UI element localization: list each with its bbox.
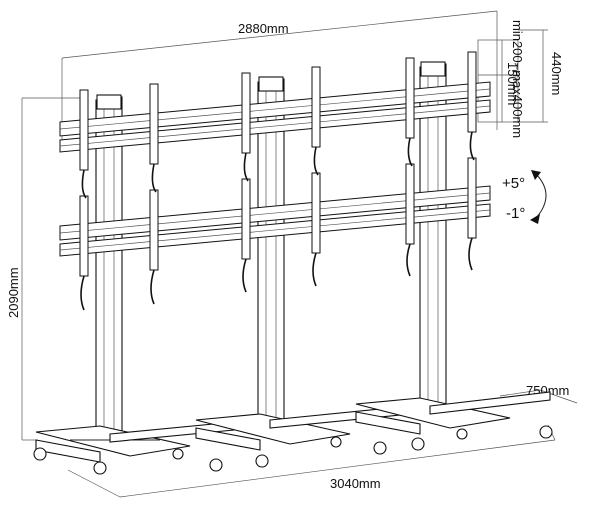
upper-crossbar	[59, 81, 491, 153]
height-label: 2090mm	[6, 267, 21, 318]
lower-crossbar	[59, 185, 491, 257]
tilt-up-label: +5°	[502, 175, 525, 192]
bottom-width-dimension: 3040mm	[67, 424, 556, 498]
vesa-range-label: min200~max400mm	[510, 20, 525, 138]
base-middle	[195, 405, 411, 451]
top-width-label: 2880mm	[238, 21, 289, 36]
wheel-icon	[330, 436, 342, 448]
wheel-icon	[456, 428, 468, 440]
tilt-arrow-down-icon	[530, 214, 540, 224]
wheel-icon	[33, 447, 47, 461]
tilt-arrow-up-icon	[531, 170, 541, 180]
safety-straps	[80, 131, 475, 311]
top-width-dimension: 2880mm	[61, 10, 498, 150]
base-right	[355, 391, 551, 435]
vesa-dimension-box: min200~max400mm 150mm 440mm	[477, 20, 564, 138]
vesa-height-label: 150mm	[505, 62, 520, 105]
wheel-icon	[373, 441, 387, 455]
panel-height-label: 440mm	[549, 52, 564, 95]
tilt-down-label: -1°	[506, 205, 525, 222]
caster-wheels	[33, 425, 553, 475]
height-dimension: 2090mm	[6, 97, 80, 441]
post-right	[419, 61, 447, 408]
tilt-arc-icon	[535, 173, 547, 219]
wheel-icon	[93, 461, 107, 475]
wheel-icon	[539, 425, 553, 439]
wheel-icon	[411, 437, 425, 451]
wheel-icon	[255, 454, 269, 468]
wheel-icon	[209, 458, 223, 472]
tilt-indicator: +5° -1°	[502, 170, 547, 224]
bottom-width-label: 3040mm	[330, 476, 381, 491]
wheel-icon	[172, 448, 184, 460]
